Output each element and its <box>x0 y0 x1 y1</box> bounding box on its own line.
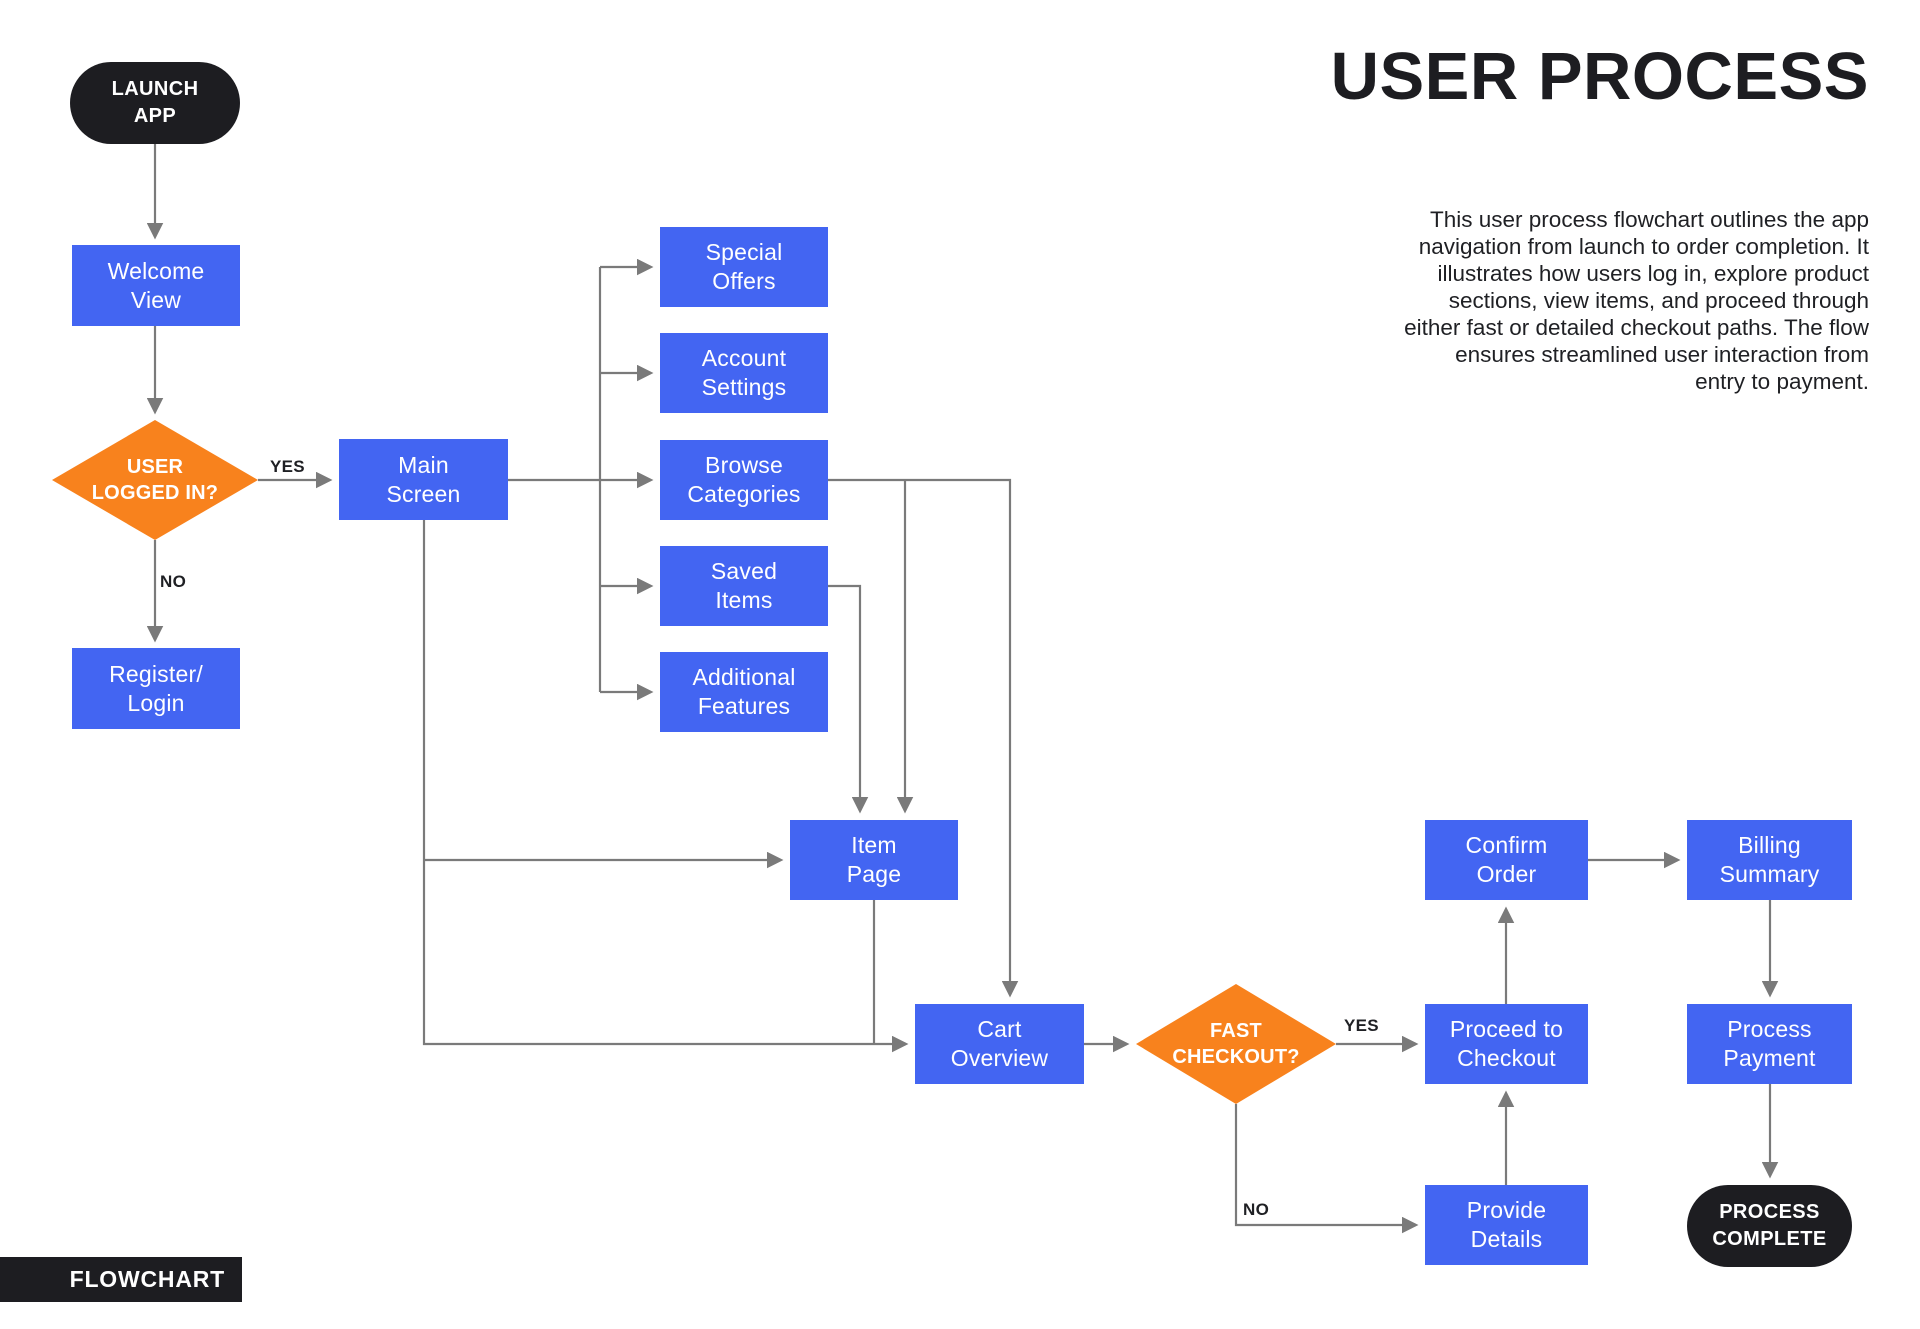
node-label: View <box>130 286 182 313</box>
node-label: Features <box>697 693 791 719</box>
node-label: Summary <box>1719 861 1820 887</box>
page-title: USER PROCESS <box>1309 40 1869 113</box>
node-provide-details: Provide Details <box>1425 1185 1588 1265</box>
node-label: Cart <box>977 1016 1022 1042</box>
node-account-settings: Account Settings <box>660 333 828 413</box>
edge-label-fast-checkout-yes: YES <box>1344 1016 1379 1035</box>
page-title-line: PROCESS <box>1537 39 1869 114</box>
node-register-login: Register/ Login <box>72 648 240 729</box>
node-label: CHECKOUT? <box>1172 1046 1300 1068</box>
page-title-line: USER <box>1330 39 1519 114</box>
node-browse-categories: Browse Categories <box>660 440 828 520</box>
node-label: Register/ <box>109 660 203 687</box>
node-additional-features: Additional Features <box>660 652 828 732</box>
node-process-complete: PROCESS COMPLETE <box>1687 1185 1852 1267</box>
node-item-page: Item Page <box>790 820 958 900</box>
edge-fastcheckout-no-provide <box>1234 1104 1419 1234</box>
node-label: Confirm <box>1465 832 1548 858</box>
node-label: Offers <box>712 268 776 294</box>
node-label: USER <box>126 456 184 478</box>
node-label: Checkout <box>1457 1045 1556 1071</box>
edge-label-fast-checkout-no: NO <box>1243 1200 1270 1219</box>
footer-label: FLOWCHART <box>69 1266 225 1292</box>
node-cart-overview: Cart Overview <box>915 1004 1084 1084</box>
node-label: Provide <box>1466 1197 1547 1223</box>
node-welcome-view: Welcome View <box>72 245 240 326</box>
node-label: Overview <box>950 1045 1049 1071</box>
node-confirm-order: Confirm Order <box>1425 820 1588 900</box>
node-label: LAUNCH <box>111 78 199 100</box>
node-label: Page <box>846 861 902 887</box>
node-label: Item <box>851 832 897 858</box>
node-label: Login <box>127 689 185 716</box>
node-label: Details <box>1470 1226 1543 1252</box>
node-label: LOGGED IN? <box>91 482 219 504</box>
node-label: FAST <box>1210 1020 1262 1042</box>
node-label: Proceed to <box>1449 1016 1564 1042</box>
node-label: Settings <box>701 374 787 400</box>
node-label: Welcome <box>107 257 205 284</box>
node-proceed-to-checkout: Proceed to Checkout <box>1425 1004 1588 1084</box>
node-special-offers: Special Offers <box>660 227 828 307</box>
node-label: Main <box>398 451 449 478</box>
node-main-screen: Main Screen <box>339 439 508 520</box>
node-label: COMPLETE <box>1712 1228 1827 1250</box>
node-label: APP <box>133 105 177 127</box>
node-label: Order <box>1476 861 1537 887</box>
node-launch-app: LAUNCH APP <box>70 62 240 144</box>
edge-mainscreen-cart <box>422 520 909 1053</box>
node-label: Account <box>701 345 787 371</box>
edge-saved-itempage <box>828 584 869 814</box>
node-billing-summary: Billing Summary <box>1687 820 1852 900</box>
node-label: Billing <box>1738 832 1801 858</box>
node-label: Process <box>1727 1016 1812 1042</box>
edge-label-logged-in-no: NO <box>160 572 187 591</box>
node-label: Additional <box>692 664 796 690</box>
node-label: Browse <box>705 452 783 478</box>
page-description: This user process flowchart outlines the… <box>1404 207 1869 394</box>
edge-browse-cart <box>828 478 1019 998</box>
node-label: Categories <box>687 481 801 507</box>
footer-bar: FLOWCHART <box>0 1257 242 1302</box>
node-label: Items <box>715 587 773 613</box>
node-label: Screen <box>386 480 461 507</box>
node-saved-items: Saved Items <box>660 546 828 626</box>
node-label: Saved <box>710 558 778 584</box>
edge-label-logged-in-yes: YES <box>270 457 305 476</box>
node-label: Special <box>705 239 783 265</box>
node-label: PROCESS <box>1719 1201 1820 1223</box>
node-label: Payment <box>1723 1045 1816 1071</box>
node-process-payment: Process Payment <box>1687 1004 1852 1084</box>
